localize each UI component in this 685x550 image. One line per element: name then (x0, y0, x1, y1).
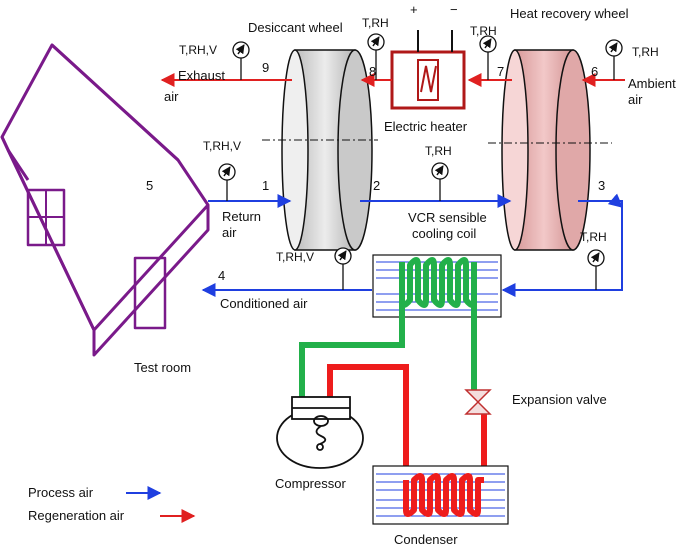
expansion-valve-label: Expansion valve (512, 392, 607, 407)
sensor-9-gauge (232, 41, 250, 80)
sensor-6-gauge (605, 39, 623, 80)
return-air-label-line2: air (222, 225, 237, 240)
sensor-2-gauge (431, 162, 449, 201)
return-air-label-line1: Return (222, 209, 261, 224)
state-point-6: 6 (591, 64, 598, 79)
vcr-coil-label-line2: cooling coil (412, 226, 476, 241)
conditioned-air-label: Conditioned air (220, 296, 308, 311)
state-point-3: 3 (598, 178, 605, 193)
condenser (372, 465, 509, 525)
compressor (276, 396, 364, 469)
refrigerant-suction-line (299, 262, 405, 400)
sensor-6-label: T,RH (632, 45, 659, 59)
electric-heater-label: Electric heater (384, 119, 468, 134)
test-room-house (0, 43, 210, 357)
vcr-cooling-coil (372, 254, 502, 318)
legend-regeneration-air-label: Regeneration air (28, 508, 125, 523)
process-air-path (201, 193, 624, 297)
state-point-8: 8 (369, 64, 376, 79)
sensor-7-gauge (479, 35, 497, 80)
ambient-air-label-line1: Ambient (628, 76, 676, 91)
sensor-7-label: T,RH (470, 24, 497, 38)
compressor-label: Compressor (275, 476, 346, 491)
condenser-label: Condenser (394, 532, 458, 547)
heat-recovery-wheel (501, 49, 591, 251)
state-point-2: 2 (373, 178, 380, 193)
heater-plus-terminal: + (410, 2, 418, 17)
state-point-9: 9 (262, 60, 269, 75)
ambient-air-label-line2: air (628, 92, 643, 107)
refrigerant-discharge-line (327, 364, 409, 480)
desiccant-wheel (281, 49, 373, 251)
state-point-5: 5 (146, 178, 153, 193)
state-point-7: 7 (497, 64, 504, 79)
legend-process-air-label: Process air (28, 485, 94, 500)
sensor-3-gauge (587, 249, 605, 290)
sensor-2-label: T,RH (425, 144, 452, 158)
sensor-8-gauge (367, 33, 385, 80)
heater-minus-terminal: − (450, 2, 458, 17)
state-point-1: 1 (262, 178, 269, 193)
legend: Process air Regeneration air (28, 485, 196, 523)
electric-heater (390, 30, 466, 110)
expansion-valve (464, 389, 492, 415)
sensor-4-label: T,RH,V (276, 250, 314, 264)
state-point-4: 4 (218, 268, 225, 283)
sensor-1-gauge (218, 163, 236, 201)
exhaust-air-label-line2: air (164, 89, 179, 104)
heat-recovery-wheel-label: Heat recovery wheel (510, 6, 629, 21)
sensor-4-gauge (334, 247, 352, 290)
sensor-8-label: T,RH (362, 16, 389, 30)
sensor-1-label: T,RH,V (203, 139, 241, 153)
desiccant-wheel-label: Desiccant wheel (248, 20, 343, 35)
vcr-coil-label-line1: VCR sensible (408, 210, 487, 225)
exhaust-air-label-line1: Exhaust (178, 68, 225, 83)
sensor-9-label: T,RH,V (179, 43, 217, 57)
test-room-label: Test room (134, 360, 191, 375)
sensor-3-label: T,RH (580, 230, 607, 244)
